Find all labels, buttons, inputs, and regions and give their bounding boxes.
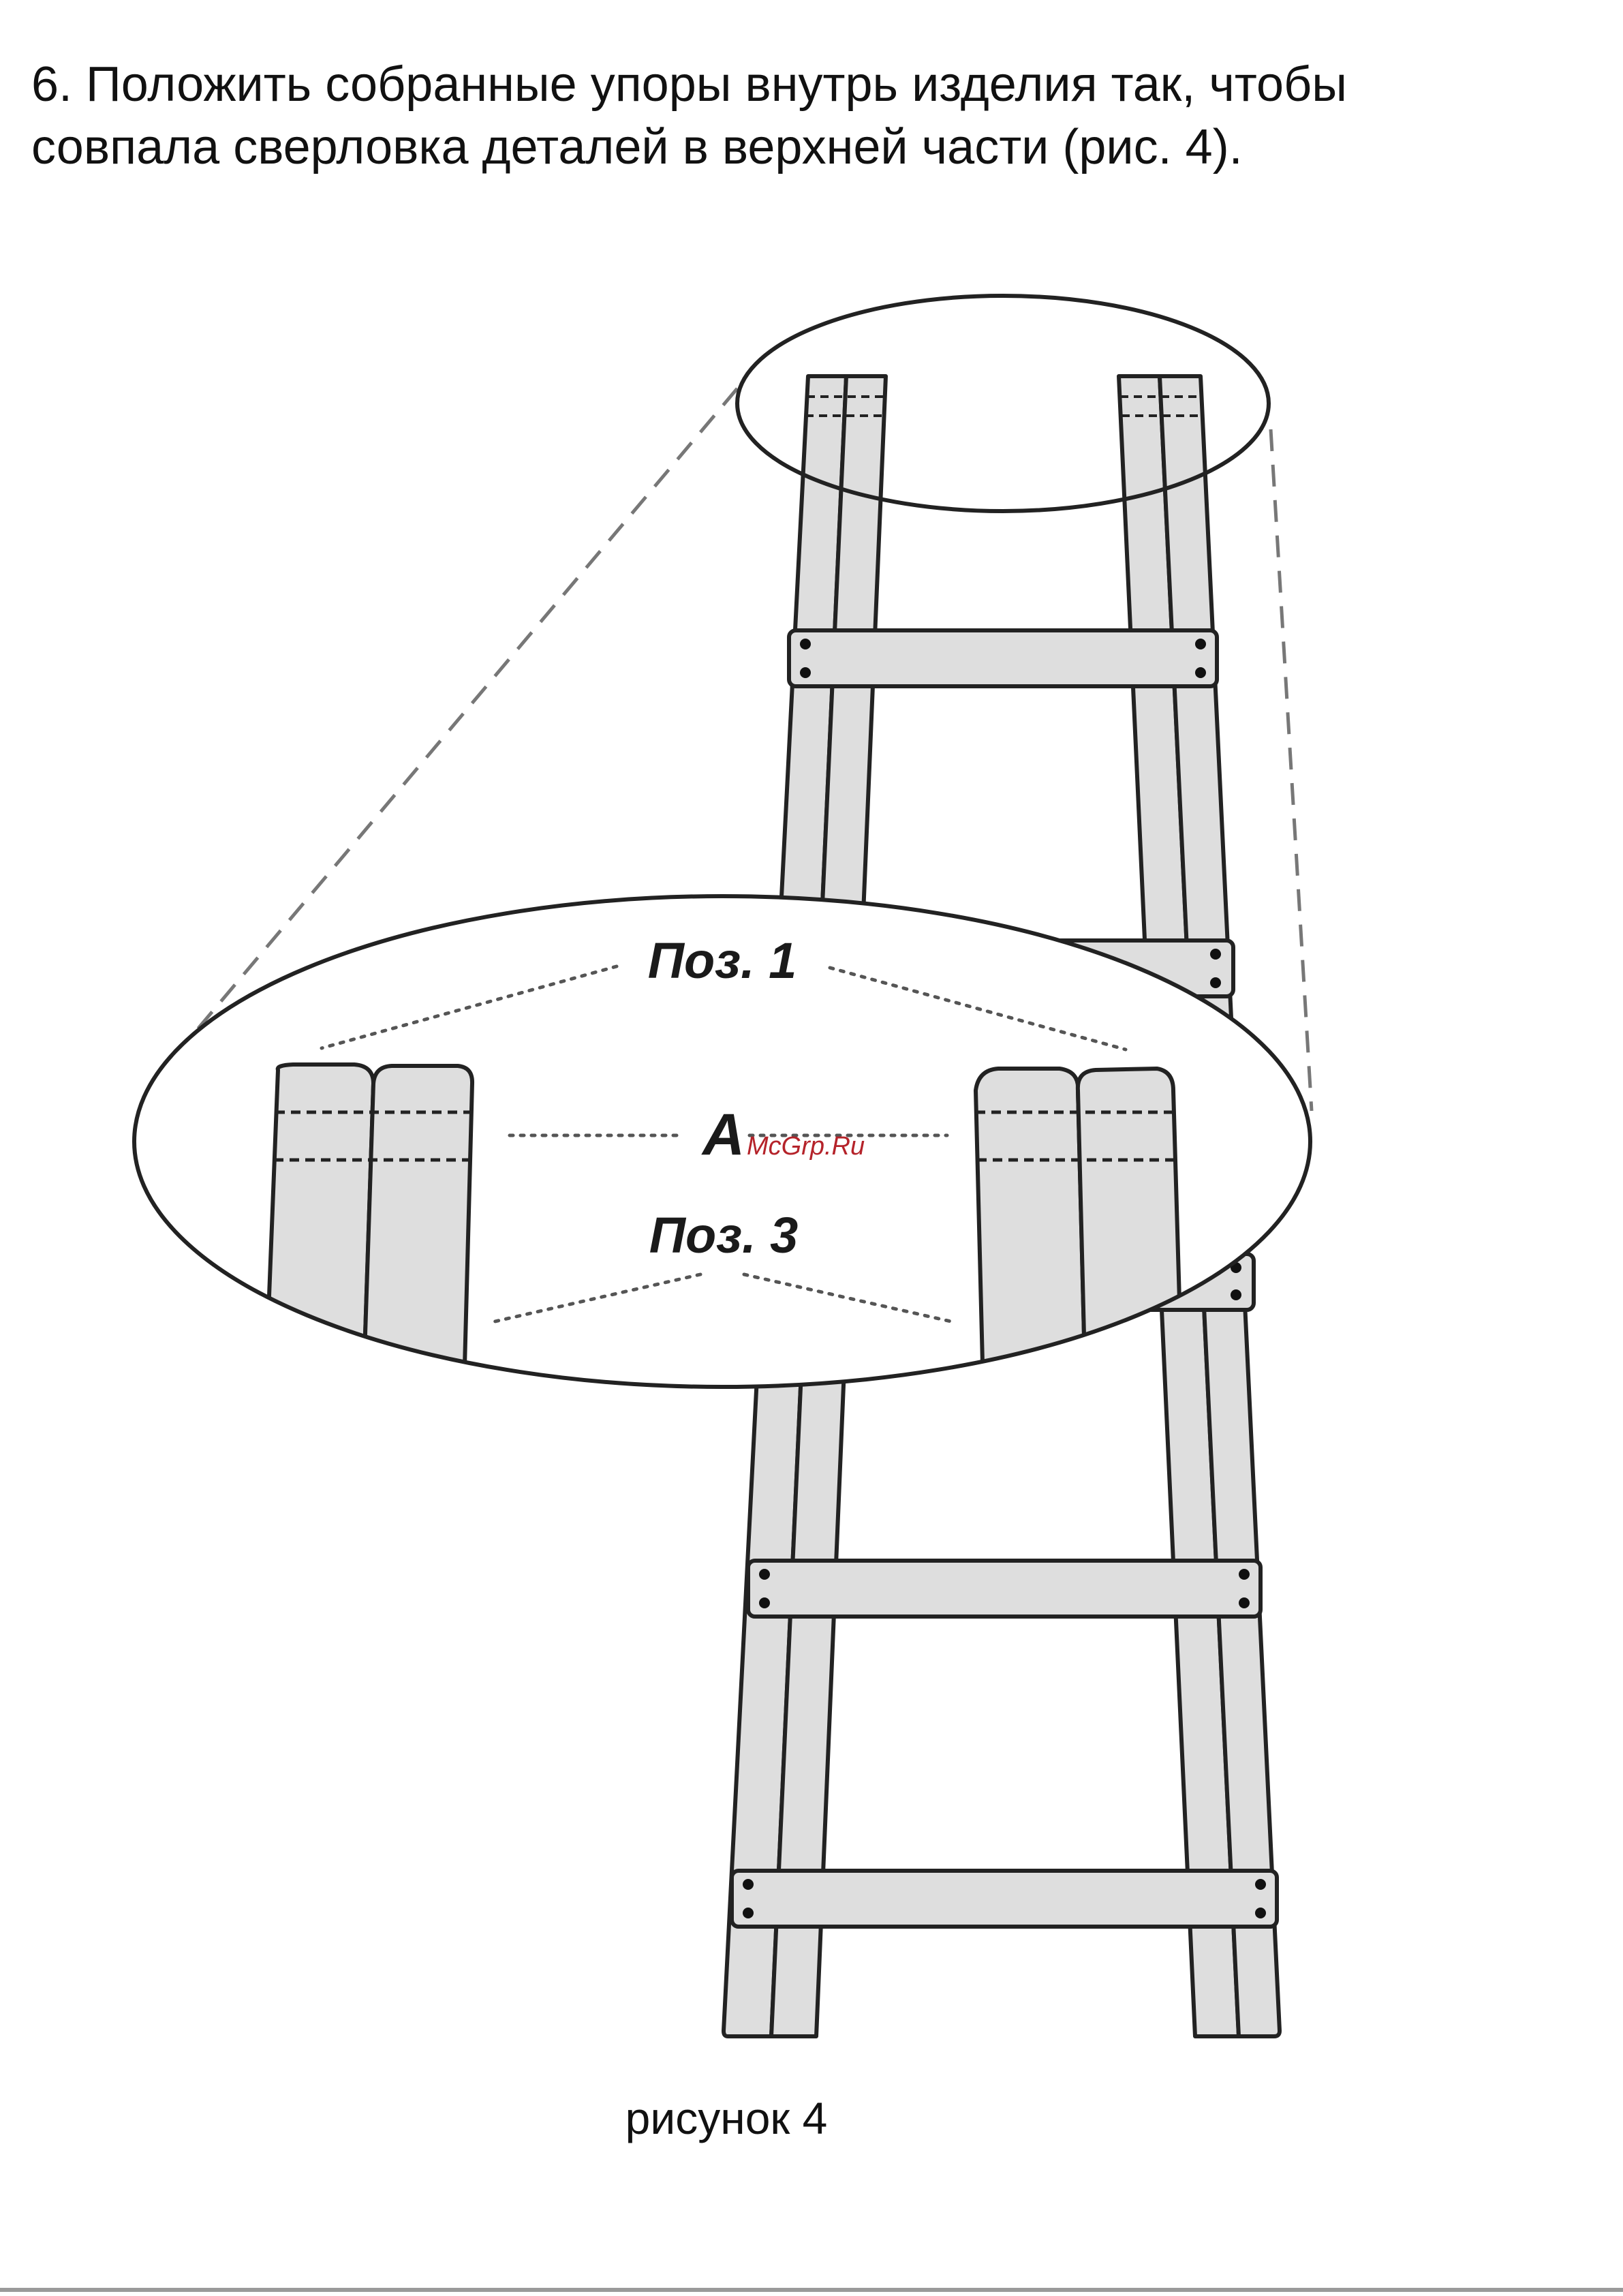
zoom-board-right-1 bbox=[976, 1069, 1086, 1418]
rung-5 bbox=[732, 1871, 1277, 1927]
label-pos-1: Поз. 1 bbox=[648, 932, 797, 989]
page-bottom-divider bbox=[0, 2288, 1623, 2292]
watermark-text: McGrp.Ru bbox=[747, 1132, 865, 1161]
label-pos-3: Поз. 3 bbox=[649, 1207, 798, 1264]
magnified-detail: Поз. 1 А Поз. 3 McGrp.Ru bbox=[134, 896, 1310, 1418]
rung-1 bbox=[789, 630, 1217, 686]
figure-caption: рисунок 4 bbox=[0, 2092, 1453, 2144]
zoom-board-left-1 bbox=[264, 1065, 373, 1418]
zoom-board-left-2 bbox=[362, 1066, 472, 1418]
label-a: А bbox=[701, 1102, 745, 1167]
rung-4 bbox=[748, 1561, 1261, 1617]
